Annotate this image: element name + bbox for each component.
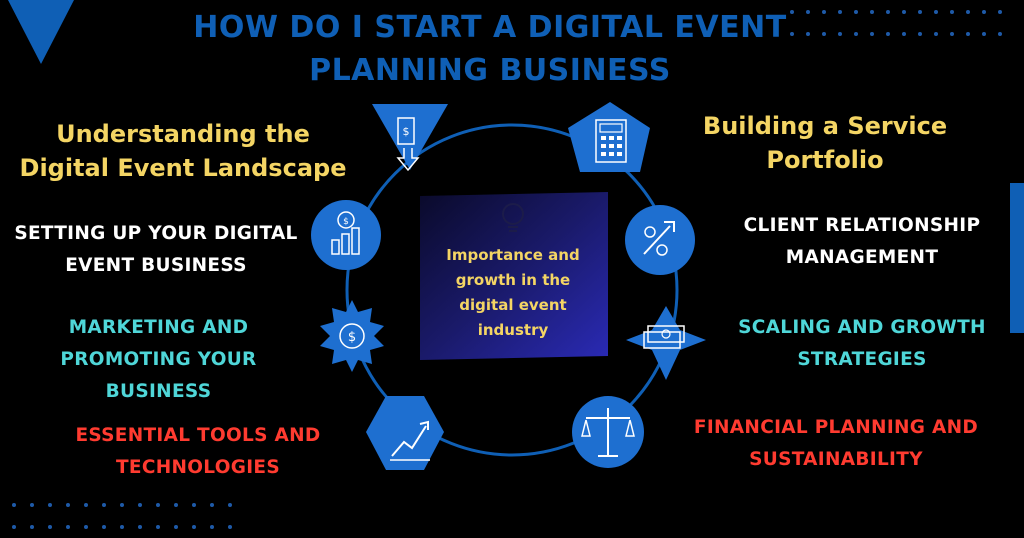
dollar-down-arrow-icon: $ — [372, 104, 448, 172]
percent-arrow-icon — [625, 205, 695, 275]
center-box — [420, 192, 608, 360]
right-item-financial-planning: FINANCIAL PLANNING AND SUSTAINABILITY — [693, 417, 979, 470]
dot-grid-top-right — [790, 10, 1002, 36]
right-item-client-relationship: CLIENT RELATIONSHIP MANAGEMENT — [743, 215, 981, 268]
calculator-icon — [568, 102, 650, 172]
ring — [345, 123, 679, 457]
svg-text:$: $ — [348, 330, 356, 345]
trend-up-icon — [366, 396, 444, 470]
dollar-badge-icon: $ — [320, 300, 384, 372]
right-item-scaling: SCALING AND GROWTH STRATEGIES — [738, 317, 986, 370]
edge-bar-decoration — [1010, 183, 1024, 333]
left-item-essential-tools: ESSENTIAL TOOLS AND TECHNOLOGIES — [75, 425, 321, 478]
svg-text:$: $ — [403, 125, 410, 138]
svg-text:$: $ — [343, 217, 349, 227]
chart-bar-coin-icon: $ — [311, 200, 381, 270]
lightbulb-icon — [502, 203, 524, 232]
center-text: Importance and growth in the digital eve… — [446, 246, 580, 339]
left-item-marketing: MARKETING AND PROMOTING YOUR BUSINESS — [60, 317, 257, 402]
left-item-setting-up: SETTING UP YOUR DIGITAL EVENT BUSINESS — [14, 223, 298, 276]
left-subtitle: Understanding the Digital Event Landscap… — [19, 120, 347, 182]
corner-triangle-decoration — [8, 0, 74, 64]
balance-scale-icon — [572, 396, 644, 468]
money-stack-icon — [626, 306, 706, 380]
dot-grid-bottom-left — [12, 503, 232, 529]
right-subtitle: Building a Service Portfolio — [702, 112, 948, 174]
page-title: HOW DO I START A DIGITAL EVENT PLANNING … — [193, 10, 787, 88]
